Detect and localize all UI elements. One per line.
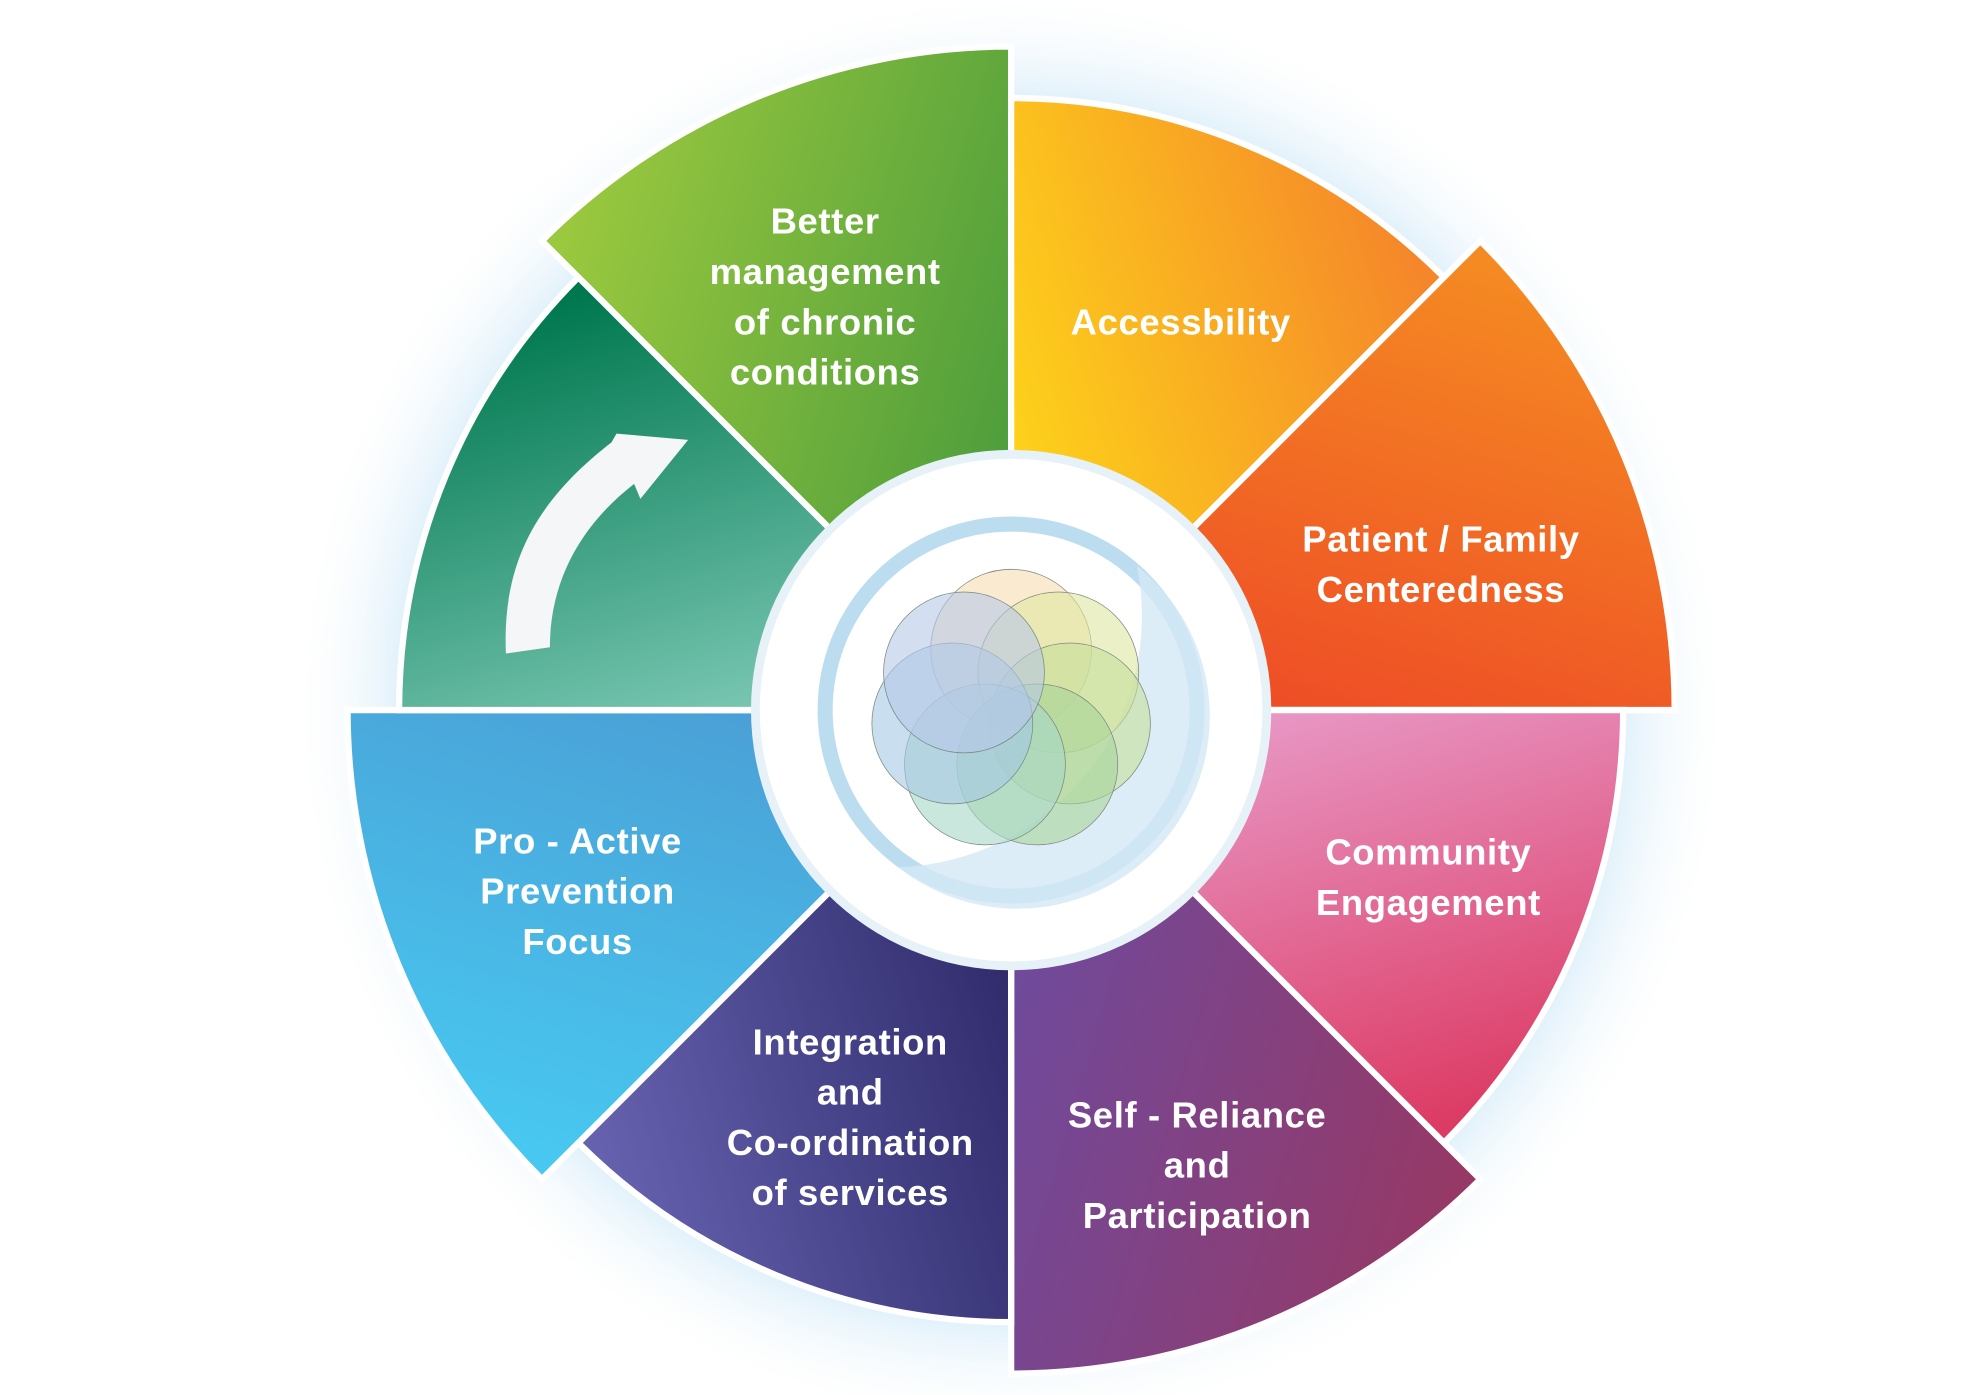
label-line: Integration bbox=[753, 1021, 948, 1062]
label-line: Focus bbox=[522, 921, 632, 962]
flower-logo bbox=[871, 568, 1151, 846]
segment-label-access: Accessbility bbox=[1071, 301, 1291, 342]
label-line: Engagement bbox=[1316, 882, 1541, 923]
label-line: conditions bbox=[730, 352, 920, 393]
cycle-arrow-icon bbox=[505, 433, 689, 654]
label-line: Better bbox=[771, 201, 880, 242]
label-line: management bbox=[710, 251, 941, 292]
center-hub bbox=[750, 449, 1272, 971]
label-line: Pro - Active bbox=[473, 820, 682, 861]
label-line: Centeredness bbox=[1317, 569, 1566, 610]
label-line: Prevention bbox=[480, 871, 675, 912]
segment-label-chronic: Better management of chronic conditions bbox=[710, 201, 941, 393]
label-line: and bbox=[817, 1072, 884, 1113]
label-line: Self - Reliance bbox=[1068, 1094, 1327, 1135]
label-line: Patient / Family bbox=[1302, 519, 1579, 560]
label-line: Community bbox=[1325, 832, 1531, 873]
label-line: of services bbox=[752, 1172, 949, 1213]
label-line: Co-ordination bbox=[727, 1122, 974, 1163]
label-line: of chronic bbox=[734, 301, 916, 342]
label-line: and bbox=[1164, 1145, 1231, 1186]
label-line: Accessbility bbox=[1071, 301, 1291, 342]
flower-petal bbox=[883, 591, 1045, 754]
label-line: Participation bbox=[1083, 1195, 1312, 1236]
